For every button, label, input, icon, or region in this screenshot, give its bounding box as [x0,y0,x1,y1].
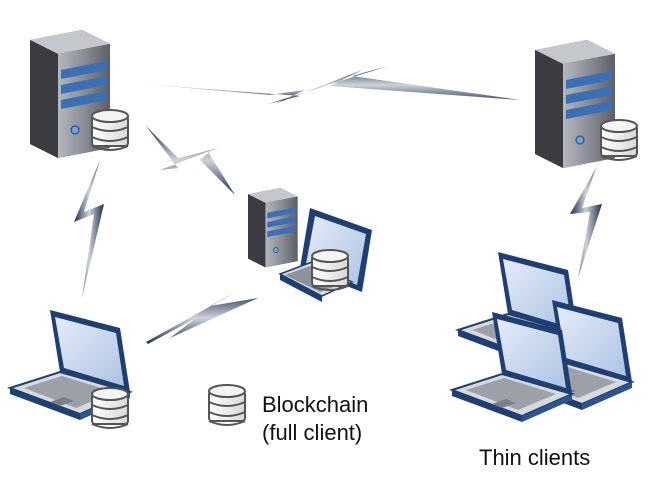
database-icon [208,384,246,426]
desktop-tower-icon [247,187,298,268]
database-icon [600,119,638,161]
link-server-server [142,66,520,104]
full-node-desktop [247,187,372,302]
link-server-thinclients [570,168,602,278]
link-server-desktop [146,126,235,195]
full-node-laptop [9,309,131,429]
legend-label-line2: (full client) [262,420,362,445]
thin-clients-group [451,251,633,423]
network-links [74,66,602,344]
full-node-server-right [534,39,638,169]
thin-clients-label: Thin clients [479,445,590,470]
link-laptop-desktop [146,292,258,344]
legend: Blockchain (full client) [208,384,368,445]
database-icon [91,109,129,151]
database-icon [311,249,349,291]
full-node-server-left [29,29,129,159]
database-icon [91,387,129,429]
legend-label-line1: Blockchain [262,392,368,417]
link-server-laptop [74,160,104,298]
